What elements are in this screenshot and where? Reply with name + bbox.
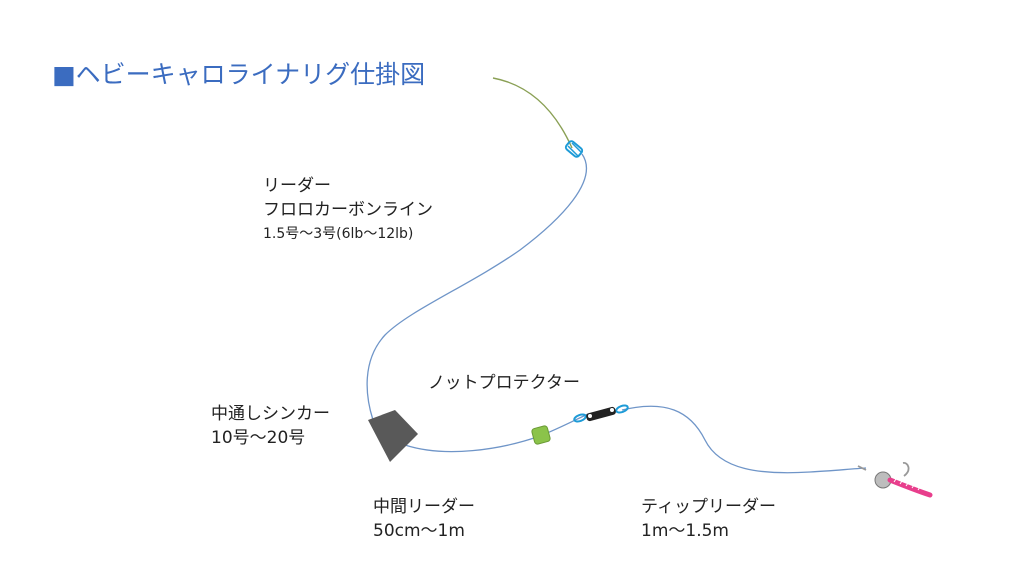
leader-label: リーダー フロロカーボンライン 1.5号〜3号(6lb〜12lb) [263,174,433,246]
tip-leader-label-line2: 1m〜1.5m [641,521,729,541]
lure-icon [857,462,933,498]
sinker-label-line1: 中通しシンカー [211,404,330,424]
main-line [492,77,573,149]
sinker-label: 中通しシンカー 10号〜20号 [211,402,330,450]
tip-leader-label-line1: ティップリーダー [641,497,776,517]
leader-label-line2: フロロカーボンライン [263,200,433,220]
knot-protector-icon [531,425,551,445]
line-knot-icon [564,140,584,158]
swivel-icon [573,404,629,423]
middle-leader-label-line2: 50cm〜1m [373,521,465,541]
middle-leader-label: 中間リーダー 50cm〜1m [373,495,475,543]
middle-leader-label-line1: 中間リーダー [373,497,475,517]
leader-line [366,153,588,421]
tip-leader-label: ティップリーダー 1m〜1.5m [641,495,776,543]
tip-leader-line [621,405,867,474]
knot-protector-label: ノットプロテクター [428,373,580,393]
middle-leader-line [404,413,589,453]
sinker-label-line2: 10号〜20号 [211,428,306,448]
leader-label-line3: 1.5号〜3号(6lb〜12lb) [263,226,414,242]
sinker-icon [368,410,418,462]
page-title: ■ヘビーキャロライナリグ仕掛図 [52,60,426,89]
leader-label-line1: リーダー [263,176,331,196]
